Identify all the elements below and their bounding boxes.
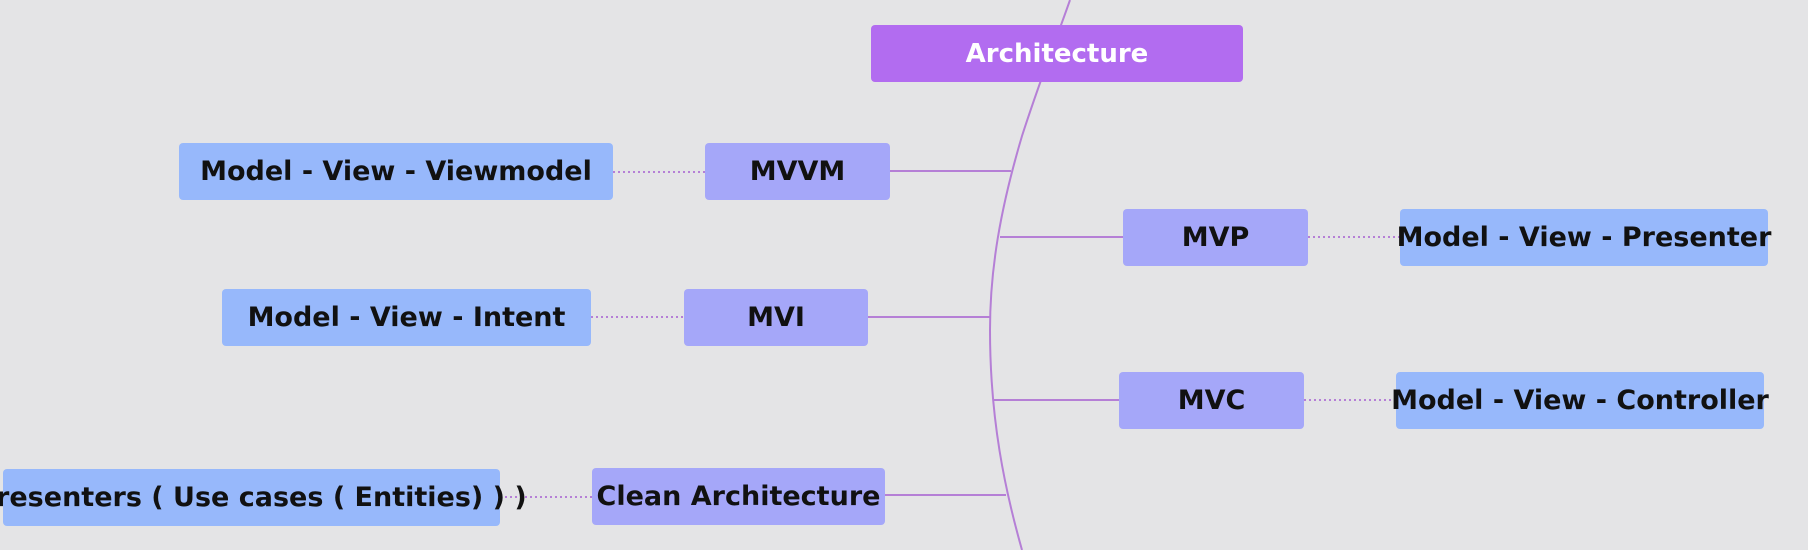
detail-node-clean-architecture[interactable]: Presenters ( Use cases ( Entities) ) ) <box>0 469 527 526</box>
branch-node-clean-architecture[interactable]: Clean Architecture <box>592 468 885 525</box>
root-node-architecture[interactable]: Architecture <box>871 25 1243 82</box>
branch-node-mvc[interactable]: MVC <box>1119 372 1304 429</box>
detail-node-mvc[interactable]: Model - View - Controller <box>1391 372 1769 429</box>
branch-node-mvvm[interactable]: MVVM <box>705 143 890 200</box>
branch-node-mvp[interactable]: MVP <box>1123 209 1308 266</box>
branch-node-mvi[interactable]: MVI <box>684 289 868 346</box>
detail-node-mvp[interactable]: Model - View - Presenter <box>1397 209 1771 266</box>
detail-node-mvi[interactable]: Model - View - Intent <box>222 289 591 346</box>
detail-node-mvvm[interactable]: Model - View - Viewmodel <box>179 143 613 200</box>
spine-connector <box>988 0 1071 550</box>
